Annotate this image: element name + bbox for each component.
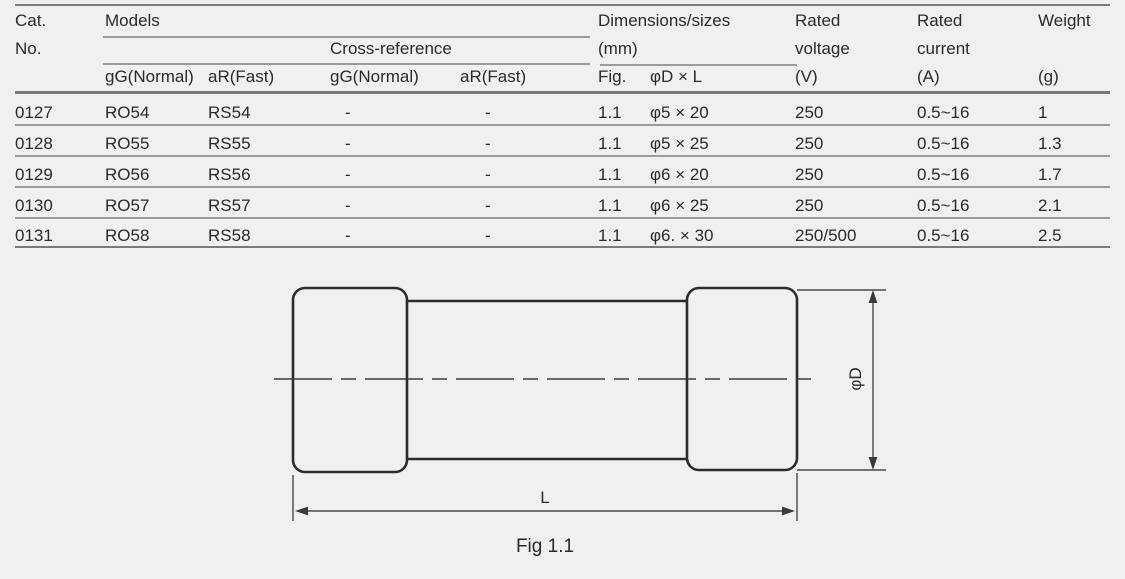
cell-model-gg: RO54 (105, 103, 150, 122)
cell-cross-ar: - (485, 226, 491, 245)
cell-voltage: 250 (795, 103, 824, 122)
cell-cross-gg: - (345, 165, 351, 184)
cell-model-ar: RS56 (208, 165, 251, 184)
subheader-dxl: φD × L (650, 67, 703, 86)
phi-d-label: φD (846, 367, 865, 390)
subheader-voltage-unit: (V) (795, 67, 818, 86)
cell-cross-gg: - (345, 103, 351, 122)
row-separator (15, 124, 1110, 126)
cell-model-ar: RS58 (208, 226, 251, 245)
cell-cross-ar: - (485, 103, 491, 122)
header-rated-current-2: current (917, 39, 970, 58)
cell-dxl: φ6. × 30 (650, 226, 714, 245)
cell-cat: 0131 (15, 226, 53, 245)
header-rated-voltage-2: voltage (795, 39, 850, 58)
header-bottom-rule (15, 91, 1110, 94)
cell-weight: 1.7 (1038, 165, 1062, 184)
cell-fig: 1.1 (598, 165, 622, 184)
row-separator (15, 155, 1110, 157)
cell-model-gg: RO57 (105, 196, 150, 215)
cell-dxl: φ5 × 20 (650, 103, 709, 122)
subheader-cross-ar: aR(Fast) (460, 67, 527, 86)
cell-fig: 1.1 (598, 134, 622, 153)
header-dimensions-unit: (mm) (598, 39, 638, 58)
cell-current: 0.5~16 (917, 165, 970, 184)
cell-current: 0.5~16 (917, 196, 970, 215)
row-separator (15, 186, 1110, 188)
cell-voltage: 250/500 (795, 226, 857, 245)
cell-model-gg: RO55 (105, 134, 150, 153)
cell-cross-ar: - (485, 196, 491, 215)
dimensions-underline (600, 64, 797, 66)
cell-cross-gg: - (345, 196, 351, 215)
cell-cross-gg: - (345, 226, 351, 245)
l-label: L (540, 488, 549, 507)
cell-cross-ar: - (485, 165, 491, 184)
models-underline (103, 36, 590, 38)
header-cat: Cat. (15, 11, 47, 30)
cell-cross-ar: - (485, 134, 491, 153)
cell-dxl: φ6 × 25 (650, 196, 709, 215)
cell-dxl: φ5 × 25 (650, 134, 709, 153)
table-bottom-rule (15, 246, 1110, 248)
figure-caption: Fig 1.1 (515, 536, 575, 557)
cell-model-gg: RO56 (105, 165, 150, 184)
row-separator (15, 217, 1110, 219)
cell-current: 0.5~16 (917, 226, 970, 245)
cell-voltage: 250 (795, 165, 824, 184)
cell-current: 0.5~16 (917, 103, 970, 122)
header-weight: Weight (1038, 11, 1091, 30)
subheader-fig: Fig. (598, 67, 627, 86)
arrow-down-icon (868, 457, 878, 470)
cell-model-ar: RS57 (208, 196, 251, 215)
cell-weight: 1.3 (1038, 134, 1062, 153)
cell-model-ar: RS55 (208, 134, 251, 153)
cell-cat: 0127 (15, 103, 53, 122)
cell-voltage: 250 (795, 134, 824, 153)
arrow-right-icon (782, 506, 795, 516)
cell-cross-gg: - (345, 134, 351, 153)
cell-cat: 0130 (15, 196, 53, 215)
header-models: Models (105, 11, 160, 30)
subheader-current-unit: (A) (917, 67, 940, 86)
header-cross-reference: Cross-reference (330, 39, 452, 58)
cross-reference-underline (103, 63, 590, 65)
cell-fig: 1.1 (598, 103, 622, 122)
subheader-weight-unit: (g) (1038, 67, 1059, 86)
cell-cat: 0128 (15, 134, 53, 153)
cell-dxl: φ6 × 20 (650, 165, 709, 184)
arrow-up-icon (868, 290, 878, 303)
cell-weight: 2.1 (1038, 196, 1062, 215)
fuse-left-cap (291, 286, 409, 474)
cell-voltage: 250 (795, 196, 824, 215)
subheader-cross-gg: gG(Normal) (330, 67, 419, 86)
subheader-model-ar: aR(Fast) (208, 67, 275, 86)
cell-fig: 1.1 (598, 196, 622, 215)
arrow-left-icon (295, 506, 308, 516)
cell-fig: 1.1 (598, 226, 622, 245)
cell-current: 0.5~16 (917, 134, 970, 153)
cell-cat: 0129 (15, 165, 53, 184)
header-rated-voltage: Rated (795, 11, 841, 30)
header-no: No. (15, 39, 42, 58)
table-top-rule (15, 4, 1110, 6)
header-rated-current: Rated (917, 11, 963, 30)
cell-model-ar: RS54 (208, 103, 251, 122)
fuse-right-cap (685, 286, 799, 472)
cell-weight: 2.5 (1038, 226, 1062, 245)
header-dimensions: Dimensions/sizes (598, 11, 731, 30)
subheader-model-gg: gG(Normal) (105, 67, 194, 86)
cell-weight: 1 (1038, 103, 1048, 122)
cell-model-gg: RO58 (105, 226, 150, 245)
